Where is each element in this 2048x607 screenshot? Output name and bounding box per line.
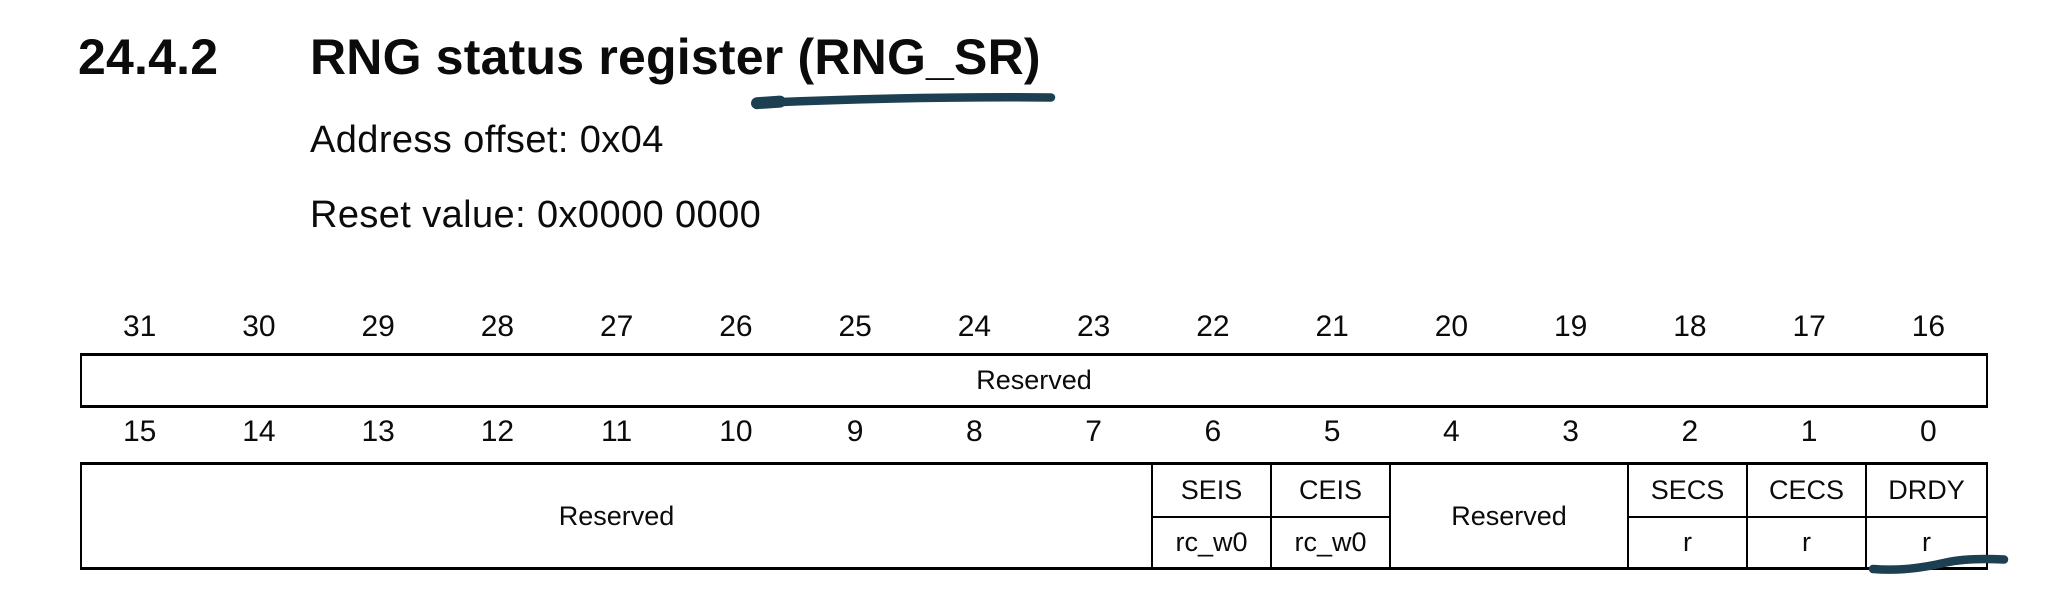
register-row-upper: Reserved [80,353,1988,408]
bit-label: 15 [122,415,157,448]
bit-label: 24 [957,310,992,343]
bit-label: 20 [1434,310,1469,343]
section-title: RNG status register (RNG_SR) [310,29,1041,85]
field-ceis: CEIS [1272,465,1391,516]
section-number: 24.4.2 [78,29,219,85]
bit-label: 21 [1315,310,1349,343]
bit-label: 25 [838,310,872,343]
bit-label: 3 [1562,415,1579,448]
bit-label: 16 [1911,310,1946,343]
bit-label: 6 [1204,415,1222,448]
bit-label: 29 [361,310,395,343]
bit-label: 27 [599,310,634,343]
access-ceis: rc_w0 [1272,516,1391,567]
access-cecs: r [1748,516,1867,567]
access-seis: rc_w0 [1153,516,1272,567]
bit-label: 9 [846,415,864,448]
bit-label: 28 [480,310,515,343]
bit-label: 26 [719,310,753,343]
bit-numbers-row-upper: 31 30 29 28 27 26 25 24 23 22 21 20 19 1… [80,312,1988,342]
bit-label: 31 [122,310,157,343]
bit-label: 4 [1443,415,1460,448]
bit-label: 8 [966,415,983,448]
bit-label: 22 [1196,310,1230,343]
field-seis: SEIS [1153,465,1272,516]
bit-label: 10 [719,415,753,448]
access-drdy: r [1867,516,1986,567]
field-cecs: CECS [1748,465,1867,516]
bit-label: 18 [1673,310,1707,343]
register-name-underline-annotation [751,93,1056,108]
bit-label: 11 [601,415,633,448]
bit-label: 5 [1323,415,1341,448]
bit-label: 19 [1553,310,1588,343]
bit-label: 13 [361,415,395,448]
bit-label: 17 [1792,310,1826,343]
register-row-lower: Reserved SEIS CEIS Reserved SECS CECS DR… [80,462,1988,570]
field-reserved-4-3: Reserved [1391,465,1629,567]
field-reserved-15-7: Reserved [82,465,1153,567]
reset-value-line: Reset value: 0x0000 0000 [310,194,762,236]
bit-label: 0 [1920,415,1937,448]
address-offset-line: Address offset: 0x04 [310,119,664,161]
bit-numbers-row-lower: 15 14 13 12 11 10 9 8 7 6 5 4 3 2 1 0 [80,417,1988,447]
section-heading: 24.4.2 RNG status register (RNG_SR) [78,28,1041,86]
bit-label: 1 [1800,415,1818,448]
access-secs: r [1629,516,1748,567]
bit-label: 14 [242,415,276,448]
field-drdy: DRDY [1888,475,1965,505]
bit-label: 7 [1085,415,1102,448]
bit-label: 2 [1681,415,1699,448]
bit-label: 23 [1076,310,1111,343]
bit-label: 12 [480,415,515,448]
bit-label: 30 [242,310,276,343]
register-name-underline-pen-start [751,95,786,110]
field-reserved-31-16: Reserved [976,365,1092,395]
field-secs: SECS [1629,465,1748,516]
